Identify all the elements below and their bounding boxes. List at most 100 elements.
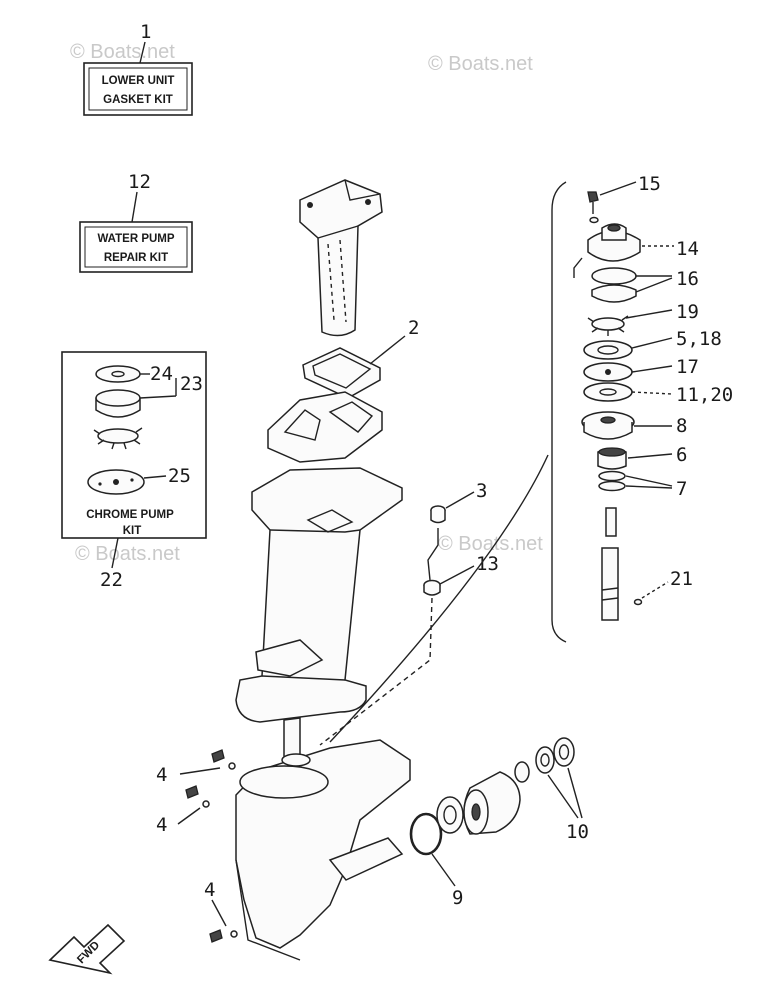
callout-5-18: 5,18 [676,328,722,350]
callout-1: 1 [140,21,151,43]
callout-9: 9 [452,887,463,909]
chrome-pump-kit-frame [61,351,207,539]
pump-bracket [551,181,567,643]
watermark-top-left: © Boats.net [70,41,175,63]
watermark-top-right: © Boats.net [428,53,533,75]
callout-23: 23 [180,373,203,395]
driveshaft-housing[interactable] [235,467,403,723]
gear-case[interactable] [235,739,411,961]
leader-4a [179,767,221,775]
bearing[interactable] [436,796,464,834]
pump-assembly-leader [329,454,549,743]
callout-6: 6 [676,444,687,466]
callout-8: 8 [676,415,687,437]
part-10-seal-a[interactable] [514,761,530,783]
part-4-screw-top[interactable] [211,749,236,770]
flange-plate[interactable] [267,391,383,463]
gear-case-top-face [239,765,329,799]
leader-1 [139,41,146,64]
leader-21 [641,581,669,599]
housing-mount-pad [255,639,324,677]
part-2-gasket[interactable] [302,347,381,399]
part-11-20-gasket[interactable] [583,382,633,402]
part-16-insert[interactable] [591,267,637,303]
part-10-seal-b[interactable] [535,746,555,774]
part-4-screw-bottom[interactable] [209,929,238,943]
part-10-seal-c[interactable] [553,737,575,767]
callout-24: 24 [150,363,173,385]
part-5-18-gasket[interactable] [583,340,633,360]
leader-15 [599,181,637,196]
leader-11-20 [631,391,673,395]
leader-23 [139,378,177,399]
water-pump-kit-line1: WATER PUMP [97,233,174,245]
gasket-kit-box[interactable]: 1 LOWER UNIT GASKET KIT [83,21,193,116]
gear-case-boss [281,753,311,767]
callout-25: 25 [168,465,191,487]
callout-22: 22 [100,569,123,591]
part-24-plate[interactable] [95,365,141,383]
callout-13: 13 [476,553,499,575]
callout-21: 21 [670,568,693,590]
part-19-impeller[interactable] [587,315,629,336]
leader-7 [625,475,673,489]
part-9-o-ring[interactable] [409,812,443,856]
prop-shaft-housing[interactable] [463,771,521,835]
leader-9 [431,853,456,887]
part-17-plate[interactable] [583,362,633,382]
chrome-pump-kit-line2: KIT [123,525,142,537]
part-3-grommet[interactable] [430,505,446,524]
leader-10 [547,767,583,819]
part-25-hole [113,479,119,485]
callout-12: 12 [128,171,151,193]
callout-4a: 4 [156,764,167,786]
callout-2: 2 [408,317,419,339]
gasket-kit-line1: LOWER UNIT [102,75,175,87]
part-7-seals[interactable] [598,470,626,492]
leader-12 [131,191,138,223]
part-6-seal[interactable] [597,447,627,470]
callout-17: 17 [676,356,699,378]
watermark-mid-left: © Boats.net [75,543,180,565]
part-impeller-small[interactable] [93,427,143,450]
callout-3: 3 [476,480,487,502]
part-21-pin[interactable] [633,598,643,606]
part-14-pump-housing[interactable] [573,223,641,278]
pump-driveshaft[interactable] [601,507,619,621]
callout-19: 19 [676,301,699,323]
water-pump-kit-inner-frame [84,226,188,268]
leader-17 [631,365,673,373]
gasket-kit-inner-frame [88,67,188,111]
water-pump-kit-box[interactable]: 12 WATER PUMP REPAIR KIT [79,171,193,273]
leader-4b [177,807,201,825]
chrome-pump-kit-box[interactable]: 24 23 25 CHROME PUMP KIT 22 [61,351,207,591]
water-pump-kit-line2: REPAIR KIT [104,252,168,264]
callout-14: 14 [676,238,699,260]
part-13-grommet[interactable] [423,579,441,596]
gasket-kit-line2: GASKET KIT [103,94,173,106]
forward-arrow: FWD [48,923,126,975]
callout-4b: 4 [156,814,167,836]
water-pump-kit-frame [79,221,193,273]
callout-4c: 4 [204,879,215,901]
leader-3 [445,491,475,509]
leader-13 [439,565,475,585]
part-23-housing-top [95,389,141,407]
propeller-shaft[interactable] [328,837,404,881]
callout-7: 7 [676,478,687,500]
watermark-mid: © Boats.net [438,533,543,555]
leader-4c [211,899,227,927]
part-24-hole [111,370,125,378]
exhaust-tube[interactable] [299,179,383,337]
part-8-cartridge[interactable] [581,411,635,440]
water-tube[interactable] [427,528,439,581]
callout-10: 10 [566,821,589,843]
leader-16 [635,275,673,293]
leader-25 [143,475,167,479]
part-15-bolt[interactable] [587,191,599,224]
callout-11-20: 11,20 [676,384,733,406]
callout-16: 16 [676,268,699,290]
leader-19 [625,309,673,319]
part-4-screw-mid[interactable] [185,785,210,808]
